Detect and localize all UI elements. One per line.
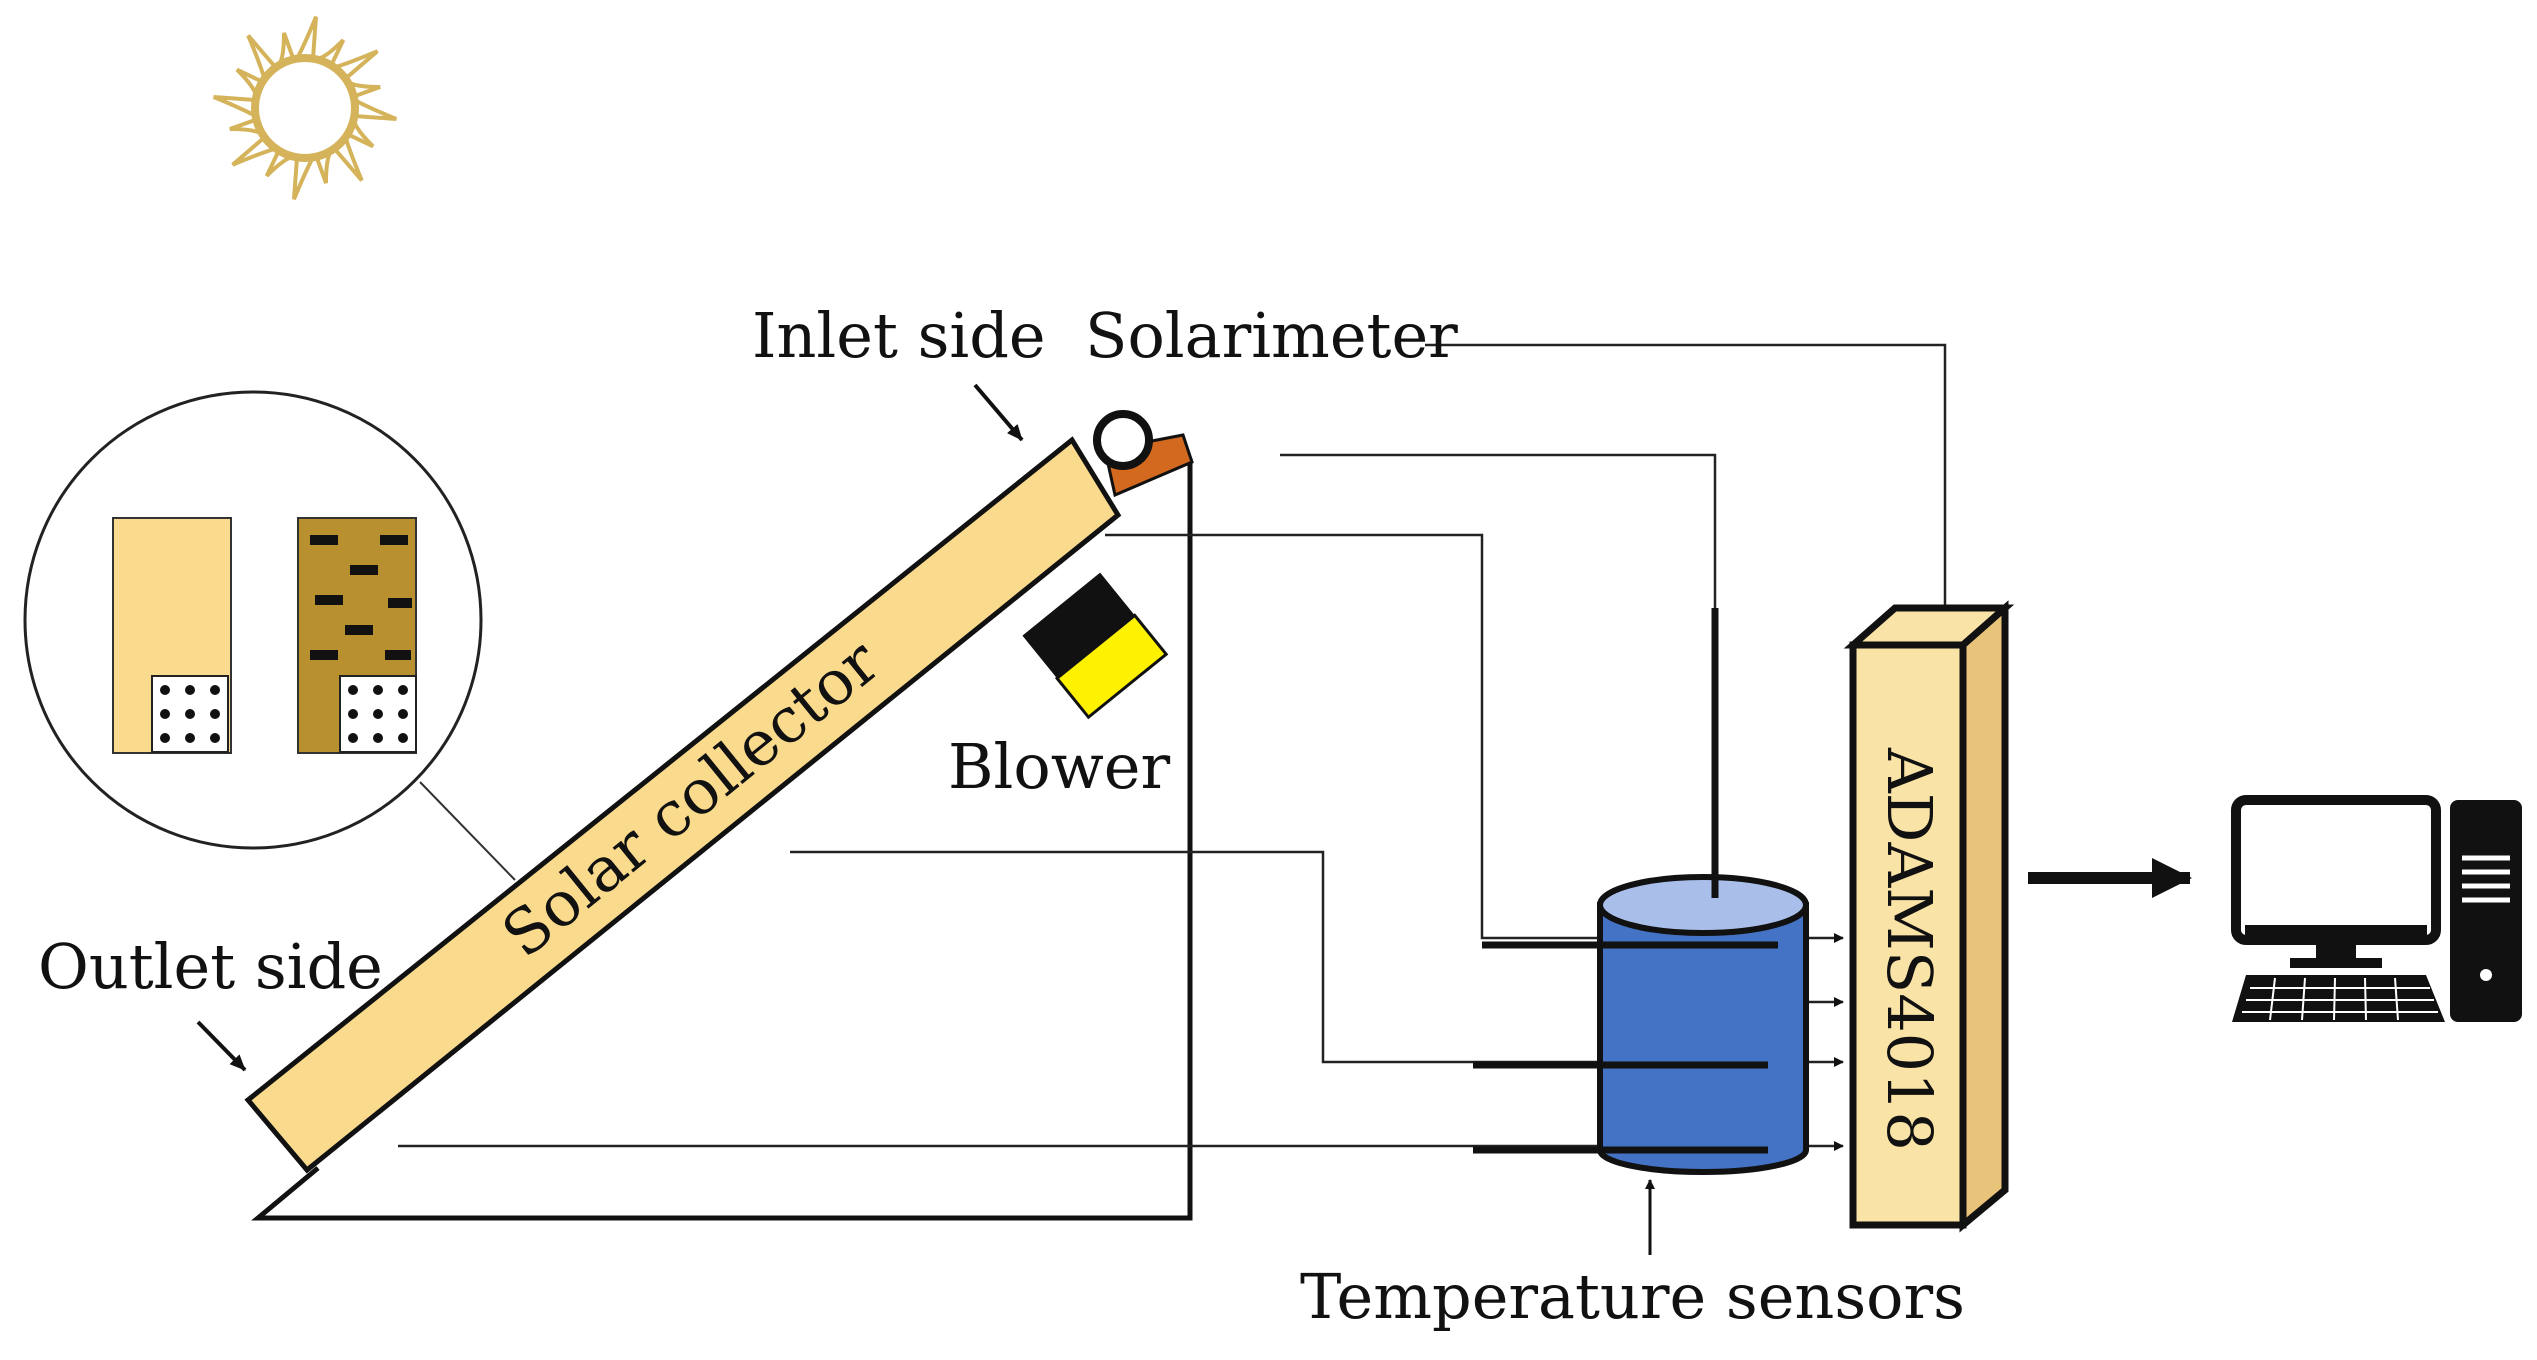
fan-icon: [1022, 572, 1169, 720]
collector-support-frame: [251, 458, 1193, 1221]
solar-collector: [244, 436, 1122, 1174]
temperature-sensor-unit: [1473, 608, 1809, 1175]
blower-label: Blower: [948, 730, 1170, 803]
sun-icon: [212, 15, 398, 201]
inlet-side-arrow: [973, 383, 1024, 442]
adams-data-logger: [1843, 600, 2015, 1233]
absorber-detail-magnifier: [23, 390, 516, 881]
solarimeter-wire: [1425, 343, 1947, 612]
adams-label: ADAMS4018: [1873, 747, 1946, 1151]
desktop-computer-icon: [2231, 795, 2522, 1022]
perforation-detail: [339, 675, 417, 753]
solar-collector-label: Solar collector: [488, 625, 892, 972]
perforation-detail: [151, 675, 229, 753]
coated-absorber-sample: [297, 517, 417, 754]
solarimeter-label: Solarimeter: [1085, 299, 1458, 372]
plain-absorber-sample: [112, 517, 232, 754]
temperature-sensors-label: Temperature sensors: [1300, 1260, 1965, 1333]
outlet-side-arrow: [196, 1020, 247, 1072]
ambient-temp-wire: [1280, 453, 1717, 620]
solarimeter-icon: [1093, 410, 1194, 498]
inlet-side-label: Inlet side: [752, 299, 1046, 372]
outlet-side-label: Outlet side: [38, 930, 383, 1003]
